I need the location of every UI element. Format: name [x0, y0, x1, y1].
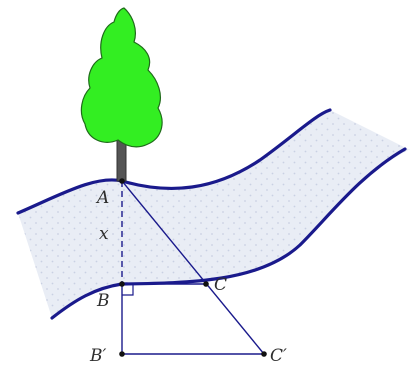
label-B: B [96, 291, 110, 311]
tree-foliage [80, 7, 163, 148]
label-C-prime: C′ [270, 346, 287, 365]
labels: A x B C B′ C′ [89, 188, 287, 365]
point-B-prime [119, 351, 125, 357]
point-A [119, 178, 125, 184]
point-C [203, 281, 209, 287]
tree-icon [80, 7, 163, 182]
river-texture [18, 110, 410, 318]
label-x: x [99, 224, 109, 244]
right-angle-mark [122, 284, 134, 296]
river [16, 108, 410, 320]
label-C: C [214, 275, 227, 295]
label-A: A [95, 188, 109, 208]
label-B-prime: B′ [89, 346, 106, 365]
lower-river-bank [50, 147, 407, 320]
point-C-prime [261, 351, 267, 357]
upper-river-bank [16, 108, 332, 215]
point-B [119, 281, 125, 287]
segment-AC-prime [121, 180, 265, 355]
construction-lines [121, 180, 265, 355]
points [119, 178, 267, 357]
